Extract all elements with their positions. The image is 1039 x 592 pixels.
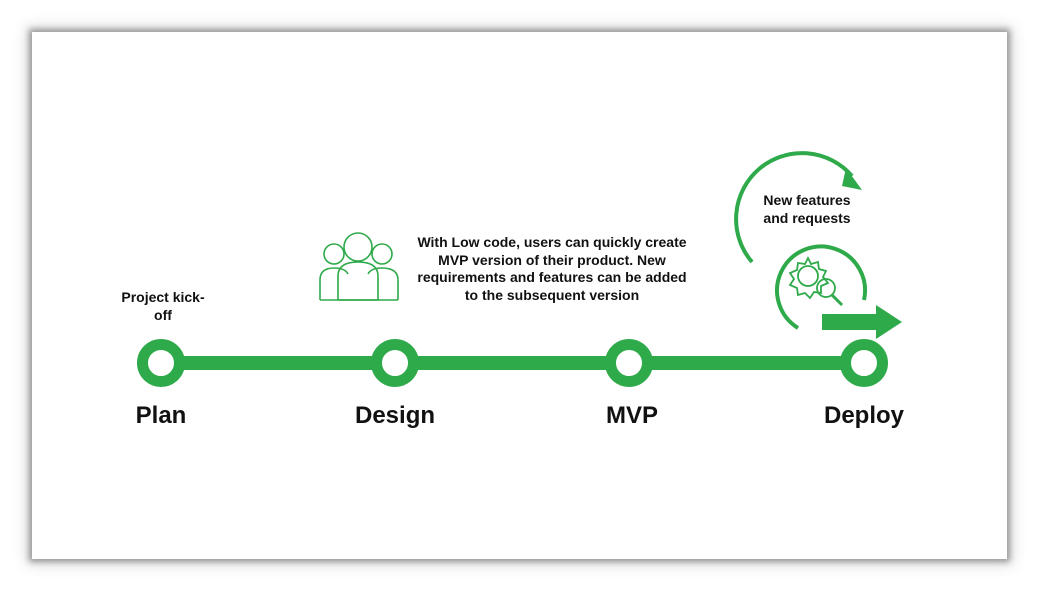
low-code-description: With Low code, users can quickly create … <box>417 234 687 303</box>
timeline-node-deploy <box>840 339 888 387</box>
forward-arrow-icon <box>822 305 902 339</box>
stage-label-plan: Plan <box>135 402 187 429</box>
kickoff-note: Project kick-off <box>121 289 205 323</box>
timeline-line <box>160 356 865 370</box>
new-features-note: New features and requests <box>763 192 851 226</box>
gear-search-icon <box>775 244 868 330</box>
stage-label-design: Design <box>354 402 436 429</box>
timeline-node-plan <box>137 339 185 387</box>
timeline-node-design <box>371 339 419 387</box>
timeline-node-mvp <box>605 339 653 387</box>
stage-label-mvp: MVP <box>605 402 659 429</box>
team-icon <box>319 232 399 301</box>
stage-label-deploy: Deploy <box>823 402 905 429</box>
